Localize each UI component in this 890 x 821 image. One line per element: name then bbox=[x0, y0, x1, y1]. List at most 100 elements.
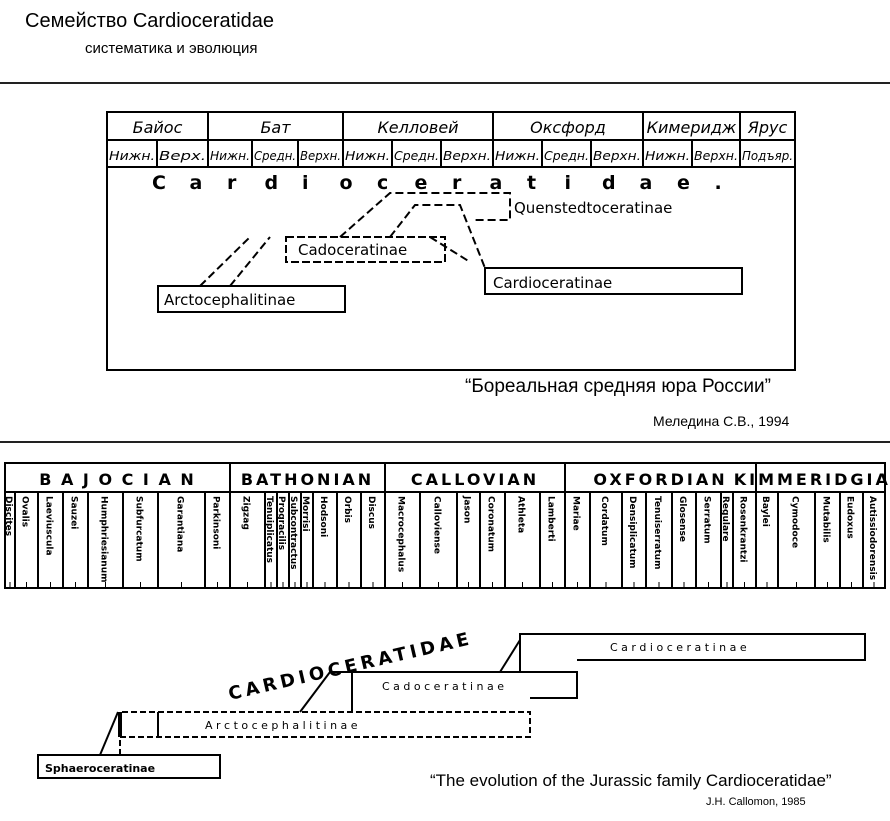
zone-label: Ovalis bbox=[20, 496, 30, 527]
family-letter: o bbox=[340, 172, 353, 194]
zone-label: Rosenkrantzi bbox=[738, 496, 748, 563]
cado-box bbox=[351, 671, 578, 712]
substage-label: Средн. bbox=[394, 149, 439, 163]
family-label: CARDIOCERATIDAE bbox=[226, 628, 474, 705]
zone-label: Cordatum bbox=[599, 496, 609, 546]
substage-label: Нижн. bbox=[645, 149, 690, 163]
stage-label: Келловей bbox=[377, 118, 458, 137]
substage-label: Средн. bbox=[544, 149, 589, 163]
zone-label: Garantiana bbox=[175, 496, 185, 552]
source-quote-en: “The evolution of the Jurassic family Ca… bbox=[430, 771, 832, 790]
stage-label: Ярус bbox=[747, 118, 788, 137]
family-letter: . bbox=[715, 172, 722, 194]
page-subtitle: систематика и эволюция bbox=[85, 40, 258, 57]
substage-label: Верхн. bbox=[443, 149, 491, 163]
zone-label: Glosense bbox=[677, 496, 687, 542]
substage-label: Нижн. bbox=[495, 149, 540, 163]
stage-label: Байос bbox=[133, 118, 183, 137]
zone-label: Macrocephalus bbox=[396, 496, 406, 572]
family-letter: i bbox=[302, 172, 309, 194]
family-letter: c bbox=[377, 172, 388, 194]
family-letter: r bbox=[452, 172, 462, 194]
substage-label: Верх. bbox=[159, 149, 206, 163]
lineage-link bbox=[339, 192, 511, 269]
zone-label: Subcontractus bbox=[288, 496, 298, 569]
zone-label: Humphriesianum bbox=[99, 496, 109, 583]
source-quote-ru: “Бореальная средняя юра России” bbox=[465, 376, 771, 397]
family-letter: a bbox=[640, 172, 653, 194]
zone-label: Orbis bbox=[342, 496, 352, 523]
zone-label: Progracilis bbox=[276, 496, 286, 550]
lineage-link bbox=[499, 639, 521, 673]
family-letter: d bbox=[265, 172, 279, 194]
source-author-en: J.H. Callomon, 1985 bbox=[706, 796, 806, 808]
subfamily-label: Cardioceratinae bbox=[493, 274, 612, 292]
zone-label: Mutabilis bbox=[821, 496, 831, 543]
meledina-chart bbox=[106, 111, 796, 371]
family-letter: i bbox=[565, 172, 572, 194]
substage-label: Нижн. bbox=[210, 149, 250, 163]
stage-label: Кимеридж bbox=[647, 118, 737, 137]
family-letter: C bbox=[152, 172, 166, 194]
divider bbox=[0, 441, 890, 443]
zone-label: Laeviuscula bbox=[44, 496, 54, 556]
zone-label: Tenuiplicatus bbox=[264, 496, 274, 563]
subfamily-label: Quenstedtoceratinae bbox=[514, 199, 672, 217]
stage-label: Бат bbox=[260, 118, 291, 137]
stage-label: KIMMERIDGIAN bbox=[734, 470, 890, 489]
bottom-chart-labels: B A J O C I A N BATHONIAN CALLOVIAN OXFORDI… bbox=[3, 470, 890, 775]
zone-label: Discites bbox=[3, 496, 13, 536]
family-letter: a bbox=[190, 172, 203, 194]
substage-label: Верхн. bbox=[694, 149, 738, 163]
top-chart-frame bbox=[106, 111, 796, 371]
zone-label: Cymodoce bbox=[790, 496, 800, 548]
stage-label: B A J O C I A N bbox=[39, 470, 196, 489]
subfamily-label: Cadoceratinae bbox=[298, 241, 407, 259]
arcto-box bbox=[157, 285, 346, 313]
family-letter: d bbox=[602, 172, 616, 194]
zone-label: Calloviense bbox=[432, 496, 442, 554]
zone-label: Sauzei bbox=[69, 496, 79, 529]
zone-label: Coronatum bbox=[486, 496, 496, 552]
stage-label: CALLOVIAN bbox=[411, 470, 539, 489]
substage-label: Нижн. bbox=[345, 149, 390, 163]
zone-label: Parkinsoni bbox=[211, 496, 221, 549]
family-letter: r bbox=[227, 172, 237, 194]
zone-label: Morrisi bbox=[300, 496, 310, 532]
family-letter: a bbox=[490, 172, 503, 194]
zone-label: Discus bbox=[366, 496, 376, 529]
cado-box bbox=[285, 236, 446, 263]
substage-label: Верхн. bbox=[593, 149, 641, 163]
zone-label: Mariae bbox=[571, 496, 581, 531]
zone-label: Lamberti bbox=[546, 496, 556, 542]
zone-label: Regulare bbox=[720, 496, 730, 542]
zone-label: Zigzag bbox=[241, 496, 251, 530]
family-letter: t bbox=[527, 172, 536, 194]
substage-label: Верхн. bbox=[300, 149, 341, 163]
zone-label: Baylei bbox=[760, 496, 770, 527]
substage-label: Средн. bbox=[254, 149, 296, 163]
lineage-link bbox=[99, 711, 119, 756]
sphaero-box bbox=[37, 754, 221, 779]
subfamily-label: A r c t o c e p h a l i t i n a e bbox=[205, 719, 358, 732]
divider bbox=[0, 82, 890, 84]
zone-label: Densiplicatum bbox=[627, 496, 637, 569]
source-author-ru: Меледина С.В., 1994 bbox=[653, 413, 790, 429]
family-letter: e bbox=[677, 172, 690, 194]
stage-label: OXFORDIAN bbox=[593, 470, 727, 489]
substage-label: Нижн. bbox=[109, 149, 155, 163]
subfamily-label: C a r d i o c e r a t i n a e bbox=[610, 641, 747, 654]
zone-label: Eudoxus bbox=[845, 496, 855, 539]
zone-label: Hodsoni bbox=[318, 496, 328, 537]
zone-label: Tenuiserratum bbox=[652, 496, 662, 569]
substage-label: Подъяр. bbox=[742, 149, 793, 163]
subfamily-label: Arctocephalitinae bbox=[164, 291, 295, 309]
bottom-chart-frame bbox=[4, 462, 886, 589]
callomon-chart bbox=[4, 462, 886, 779]
stage-label: BATHONIAN bbox=[241, 470, 374, 489]
cardio-box bbox=[519, 633, 866, 672]
subfamily-label: C a d o c e r a t i n a e bbox=[382, 680, 504, 693]
